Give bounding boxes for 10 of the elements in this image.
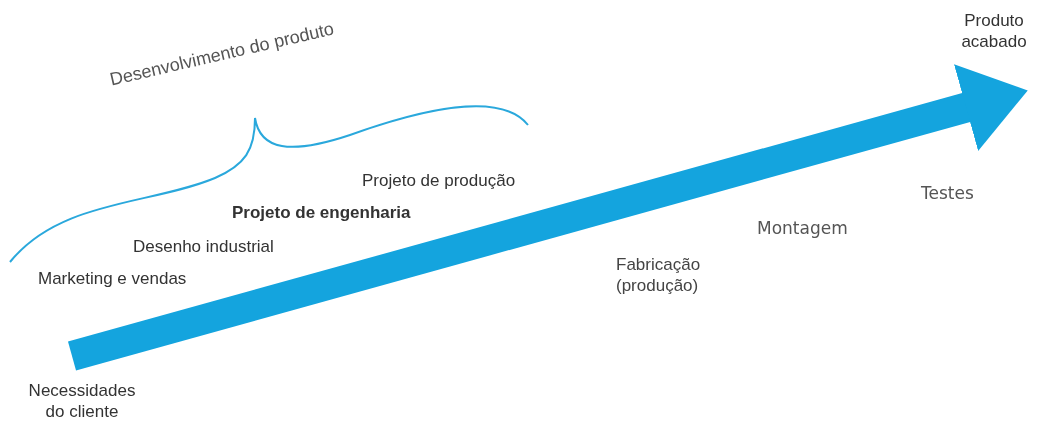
stage-label: Projeto de produção [362, 170, 516, 191]
stage-label: Marketing e vendas [38, 268, 187, 289]
stage-label: Produto acabado [948, 10, 1040, 92]
arrow [68, 64, 1028, 371]
stage-label: Projeto de engenharia [232, 202, 411, 223]
stage-label: Montagem [757, 218, 848, 239]
stage-label: Testes [921, 183, 974, 204]
stage-label: Fabricação (produção) [616, 254, 702, 296]
stage-label: Necessidades do cliente [18, 356, 146, 428]
stage-label: Desenho industrial [133, 236, 274, 257]
